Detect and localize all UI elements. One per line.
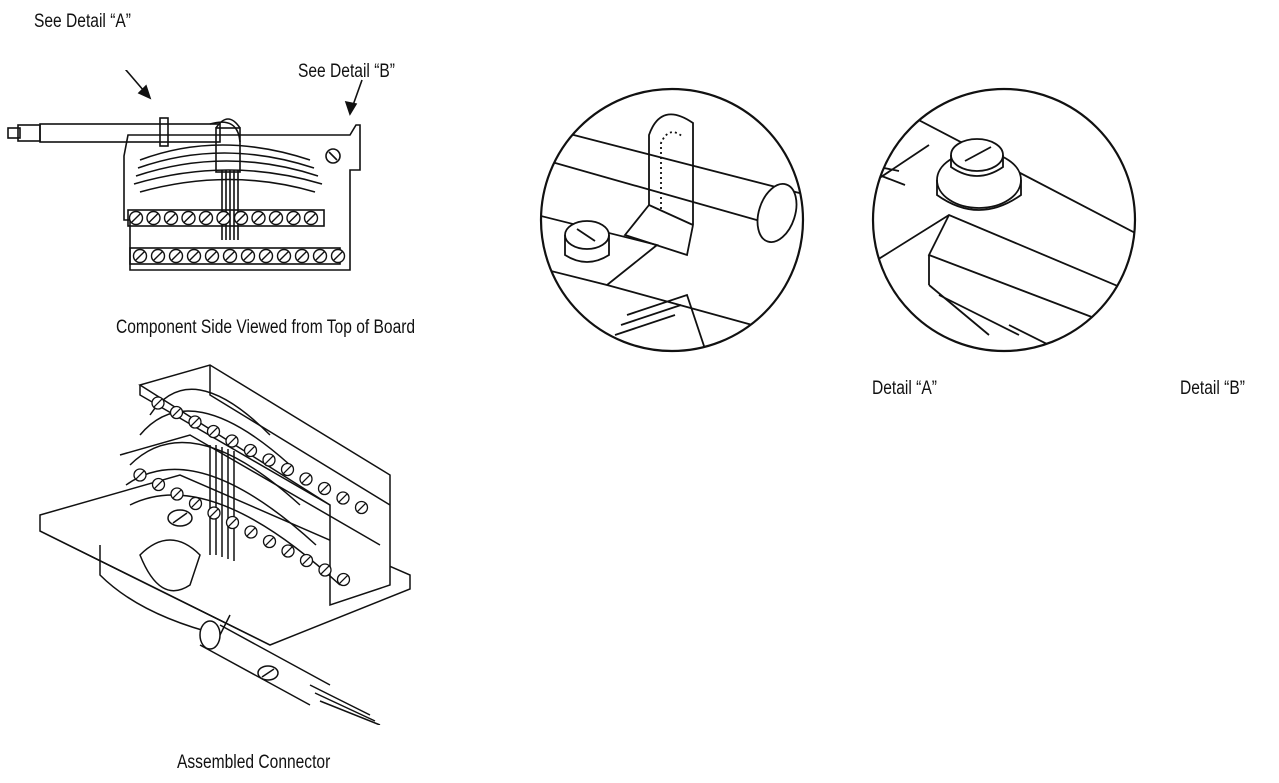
screw-slot xyxy=(135,470,145,480)
detail-b-drawing xyxy=(871,87,1137,353)
screw-slot xyxy=(245,445,256,456)
screw-slot xyxy=(356,502,367,513)
see-detail-a-label: See Detail “A” xyxy=(34,11,131,32)
screw-slot xyxy=(227,436,237,446)
screw-slot xyxy=(134,250,146,262)
screw-slot xyxy=(165,212,177,224)
component-side-caption: Component Side Viewed from Top of Board xyxy=(116,317,416,338)
detail-b-caption: Detail “B” xyxy=(1180,378,1245,399)
assembled-connector-caption: Assembled Connector xyxy=(177,752,331,773)
screw-slot xyxy=(301,555,312,566)
screw-slot xyxy=(208,426,219,437)
assembled-connector-drawing xyxy=(39,364,411,725)
screw-slot xyxy=(314,250,326,262)
screw-slot xyxy=(242,250,254,262)
screw-slot xyxy=(283,546,293,556)
screw-slot xyxy=(206,250,218,262)
screw-slot xyxy=(148,212,159,224)
screw-slot xyxy=(288,212,299,224)
screw-slot xyxy=(296,250,308,262)
screw-slot xyxy=(246,527,256,537)
see-detail-b-label: See Detail “B” xyxy=(298,61,395,82)
screw-slot xyxy=(301,474,311,484)
screw-slot xyxy=(224,250,236,262)
screw-slot xyxy=(338,574,349,585)
screw-slot xyxy=(172,489,182,499)
screw-slot xyxy=(332,250,344,262)
screw-slot xyxy=(170,250,182,262)
screw-slot xyxy=(152,250,164,262)
screw-slot xyxy=(260,250,272,262)
screw-slot xyxy=(282,464,293,475)
screw-slot xyxy=(253,212,264,224)
detail-a-caption: Detail “A” xyxy=(872,378,937,399)
component-side-figure xyxy=(0,70,380,310)
screw-slot xyxy=(338,493,348,503)
screw-slot xyxy=(264,536,275,547)
screw-slot xyxy=(183,212,194,224)
screw-slot xyxy=(153,398,163,408)
assembled-connector-figure xyxy=(30,355,430,725)
component-side-drawing xyxy=(7,70,363,271)
screw-slot xyxy=(209,508,219,518)
screw-slot xyxy=(190,498,201,509)
screw-slot xyxy=(190,417,200,427)
screw-slot xyxy=(270,212,282,224)
screw-slot xyxy=(200,212,212,224)
screw-slot xyxy=(278,250,290,262)
detail-a-drawing xyxy=(539,87,805,353)
screw-slot xyxy=(153,479,164,490)
screw-slot xyxy=(319,483,330,494)
screw-slot xyxy=(130,212,142,224)
screw-slot xyxy=(218,212,229,224)
screw-slot xyxy=(227,517,238,528)
screw-slot xyxy=(171,407,182,418)
detail-b-figure xyxy=(869,85,1139,355)
screw-slot xyxy=(235,212,247,224)
detail-a-figure xyxy=(537,85,807,355)
screw-slot xyxy=(264,455,274,465)
screw-slot xyxy=(305,212,317,224)
screw-slot xyxy=(188,250,200,262)
screw-slot xyxy=(320,565,330,575)
